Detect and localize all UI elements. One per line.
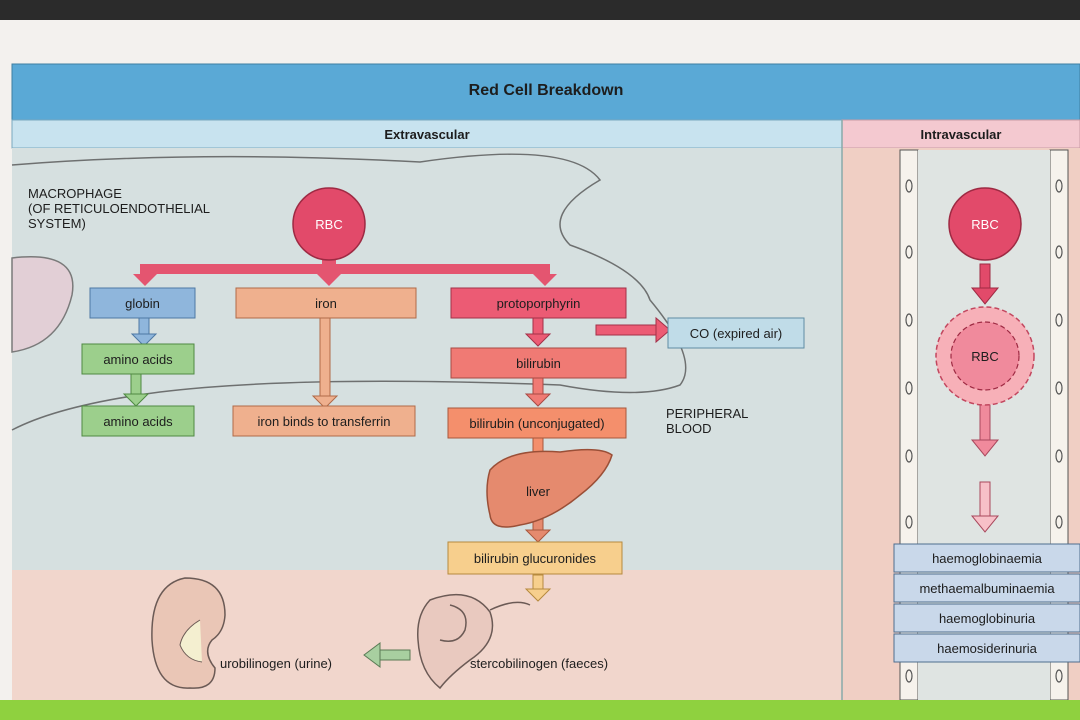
globin-box <box>89 287 196 319</box>
iron-transferrin-label: iron binds to transferrin <box>257 413 391 429</box>
bilirubin-box <box>450 347 627 379</box>
intravascular-arrows <box>970 263 1000 533</box>
rbc-intact-circle <box>948 187 1022 261</box>
rbc-lysed-inner <box>950 321 1020 391</box>
diagram-title: Red Cell Breakdown <box>468 82 624 99</box>
iron-box <box>235 287 417 319</box>
rbc-intact-label: RBC <box>971 216 999 232</box>
urobilinogen-label: urobilinogen (urine) <box>220 656 333 671</box>
vessel-cells <box>905 179 1063 683</box>
outcome-haemoglobinaemia: haemoglobinaemia <box>932 550 1042 566</box>
protoporphyrin-box <box>450 287 627 319</box>
rbc-label: RBC <box>315 216 343 232</box>
stercobilinogen-label: stercobilinogen (faeces) <box>470 656 609 671</box>
co-expired-label: CO (expired air) <box>689 325 783 341</box>
title-bar <box>11 63 1080 121</box>
macrophage-outline <box>11 153 687 431</box>
co-box <box>667 317 805 349</box>
bilirubin-label: bilirubin <box>516 355 561 371</box>
rbc-lysed-label: RBC <box>971 348 999 364</box>
bilirubin-glucuronides-box <box>447 541 623 575</box>
intravascular-header <box>841 119 1080 149</box>
protoporphyrin-label: protoporphyrin <box>496 295 581 311</box>
amino-acids-label-1: amino acids <box>103 351 173 367</box>
macrophage-label: MACROPHAGE (OF RETICULOENDOTHELIAL SYSTE… <box>28 186 211 231</box>
extravascular-arrows <box>122 252 671 668</box>
nucleus-shape <box>11 256 74 353</box>
intravascular-label: Intravascular <box>920 126 1002 142</box>
rbc-circle <box>292 187 366 261</box>
intestine-shape <box>417 593 531 690</box>
outcome-haemoglobinuria: haemoglobinuria <box>938 610 1036 626</box>
amino-acids-box-1 <box>81 343 195 375</box>
liver-shape <box>486 448 613 528</box>
bilirubin-unconjugated-label: bilirubin (unconjugated) <box>469 415 605 431</box>
extravascular-label: Extravascular <box>384 126 470 142</box>
amino-acids-box-2 <box>81 405 195 437</box>
bilirubin-unconjugated-box <box>447 407 627 439</box>
iron-label: iron <box>315 295 337 311</box>
liver-label: liver <box>526 483 550 499</box>
green-footer-bar <box>0 700 1080 720</box>
outcome-boxes <box>893 543 1080 663</box>
iron-transferrin-box <box>232 405 416 437</box>
kidney-shape <box>151 577 226 689</box>
peripheral-blood-label: PERIPHERAL BLOOD <box>666 406 749 436</box>
bilirubin-glucuronides-label: bilirubin glucuronides <box>473 550 597 566</box>
globin-label: globin <box>125 295 160 311</box>
amino-acids-label-2: amino acids <box>103 413 173 429</box>
outcome-methaemalbuminaemia: methaemalbuminaemia <box>919 580 1055 596</box>
outcome-haemosiderinuria: haemosiderinuria <box>937 640 1037 656</box>
